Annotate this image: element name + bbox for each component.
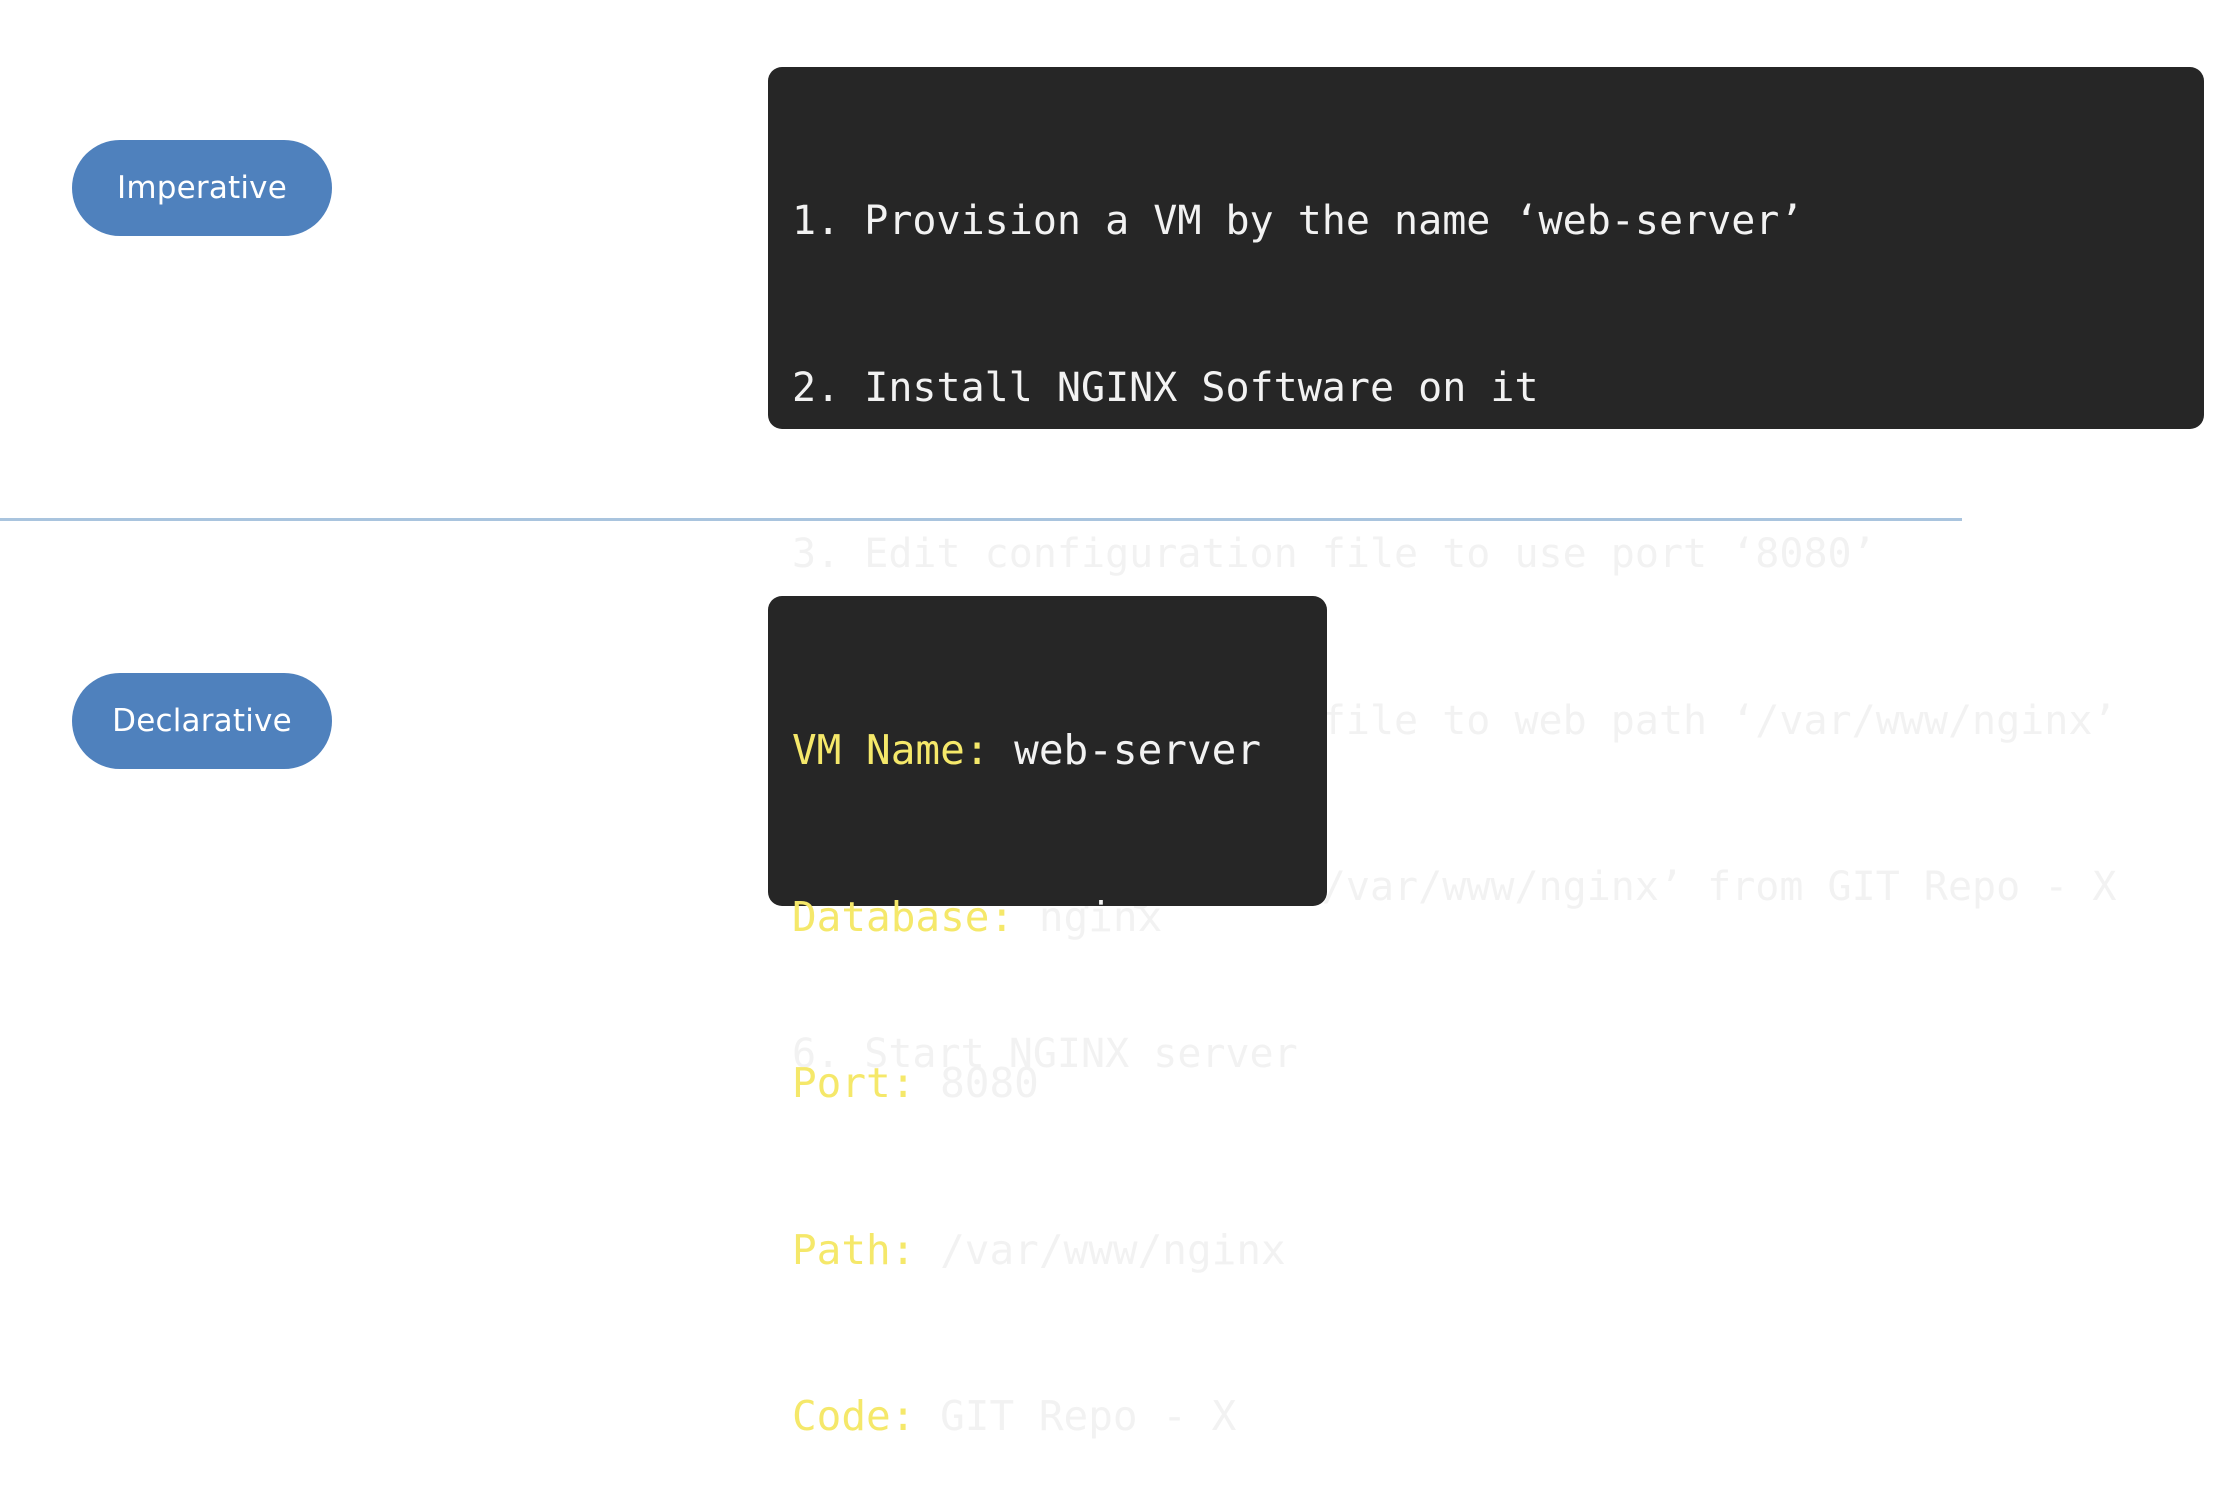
field-value: /var/www/nginx	[915, 1225, 1286, 1274]
imperative-step: 3. Edit configuration file to use port ‘…	[792, 531, 1876, 577]
field-key: Database:	[792, 892, 1015, 941]
imperative-code-block: 1. Provision a VM by the name ‘web-serve…	[768, 67, 2204, 1077]
imperative-step: 2. Install NGINX Software on it	[792, 364, 1539, 411]
field-key: VM Name:	[792, 726, 990, 774]
field-value: nginx	[1014, 892, 1163, 941]
declarative-field: Path: /var/www/nginx	[792, 1223, 1327, 1279]
field-value: web-server	[989, 726, 1262, 774]
declarative-code-block: VM Name: web-server Database: nginx Port…	[768, 596, 1327, 1440]
field-value: 8080	[915, 1059, 1039, 1107]
declarative-field: Port: 8080	[792, 1056, 1327, 1112]
field-value: GIT Repo - X	[915, 1392, 1237, 1440]
declarative-field: Database: nginx	[792, 890, 1327, 946]
field-key: Path:	[792, 1225, 916, 1274]
declarative-field: Code: GIT Repo - X	[792, 1389, 1327, 1445]
section-divider	[0, 518, 1962, 521]
declarative-label: Declarative	[72, 673, 332, 769]
field-key: Port:	[792, 1059, 916, 1107]
imperative-step: 1. Provision a VM by the name ‘web-serve…	[792, 198, 1804, 244]
declarative-field: VM Name: web-server	[792, 723, 1327, 779]
field-key: Code:	[792, 1392, 916, 1440]
imperative-label: Imperative	[72, 140, 332, 236]
